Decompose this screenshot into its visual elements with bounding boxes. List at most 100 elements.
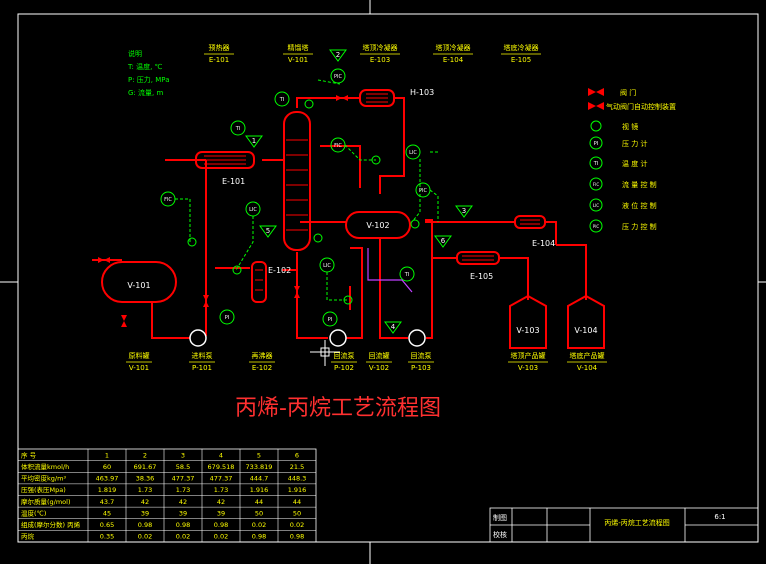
title-block-check: 校核 [493,530,507,539]
stream-number: 3 [462,207,466,215]
pi-instrument[interactable] [219,309,235,325]
sight-glass-icon[interactable] [313,233,323,243]
ti-instrument[interactable] [399,266,415,282]
legend-lic-label: 液 位 控 制 [622,201,657,210]
v101-label: V-101 [127,281,150,290]
table-cell: 42 [179,498,187,506]
ti-instrument[interactable] [274,91,290,107]
top-label-name: 塔顶冷凝器 [363,43,398,52]
ti-instrument[interactable] [230,120,246,136]
drawing-border [17,13,759,543]
valve-icon[interactable] [203,295,209,307]
pic-icon-label: PIC [593,224,600,229]
table-cell: 43.7 [100,498,114,506]
sight-glass-icon[interactable] [232,265,242,275]
top-label-tag: E-105 [511,56,531,64]
ti-tag: TI [404,272,410,278]
sight-glass-icon[interactable] [371,155,381,165]
top-label-name: 塔顶冷凝器 [436,43,471,52]
valve-icon[interactable] [336,95,348,101]
pic-icon [589,219,603,233]
e105-exchanger[interactable] [456,251,500,265]
fic-icon-label: FIC [593,182,599,187]
table-cell: 0.02 [176,533,190,541]
table-cell: 1.73 [138,486,152,494]
table-cell: 1.819 [98,486,117,494]
bottom-label-tag: P-102 [334,364,354,372]
title-block-draw: 制图 [493,513,507,522]
cad-crosshair-cursor [310,340,340,366]
sight-glass-icon[interactable] [304,99,314,109]
pneumatic-valve-icon [588,102,604,110]
distillation-column[interactable] [283,111,311,251]
p102-pump[interactable] [329,329,347,347]
legend-ti-label: 温 度 计 [622,159,647,168]
top-label-tag: E-104 [443,56,464,64]
p103-pump[interactable] [408,329,426,347]
table-header-cell: 6 [295,451,299,459]
table-cell: 477.37 [172,475,195,483]
legend-valve-label: 阀 门 [620,88,636,97]
bottom-label-tag: E-102 [252,364,272,372]
v101-tank[interactable] [101,261,177,303]
equipment: V-101 E-101 H-103 V-102 E-102 E-104 [101,88,605,349]
table-header-cell: 5 [257,451,261,459]
table-cell: 0.98 [176,521,190,529]
table-cell: 50 [293,509,301,517]
bottom-label-name: 原料罐 [129,351,150,360]
pi-instrument[interactable] [322,311,338,327]
control-valves [187,99,420,305]
pic-instrument[interactable] [330,68,346,84]
table-cell: 44 [293,498,301,506]
table-row-label: 压强(表压Mpa) [21,485,66,494]
table-cell: 39 [141,509,149,517]
e104-exchanger[interactable] [514,215,546,229]
h103-condenser[interactable] [359,89,395,107]
valve-icon[interactable] [294,286,300,298]
v103-tank[interactable] [509,294,547,349]
table-cell: 463.97 [96,475,119,483]
table-cell: 39 [217,509,225,517]
valve-icon[interactable] [121,315,127,327]
v102-drum[interactable] [345,211,411,239]
table-cell: 0.65 [100,521,114,529]
v104-tank[interactable] [567,294,605,349]
table-header-cell: 1 [105,451,109,459]
sight-glass-icon[interactable] [343,295,353,305]
table-cell: 42 [141,498,149,506]
stream-marker-2 [329,49,347,62]
top-label-tag: E-101 [209,56,229,64]
table-cell: 58.5 [176,463,190,471]
e102-label: E-102 [268,266,291,275]
bottom-label-tag: P-103 [411,364,431,372]
stream-marker-4 [384,321,402,334]
table-cell: 39 [179,509,187,517]
v102-label: V-102 [366,221,389,230]
sight-glass-icon[interactable] [187,237,197,247]
table-cell: 0.98 [138,521,152,529]
top-label-tag: E-103 [370,56,390,64]
e101-exchanger[interactable] [195,151,255,169]
e102-reboiler[interactable] [251,261,267,303]
sight-glass-icon[interactable] [410,219,420,229]
table-cell: 477.37 [210,475,233,483]
stream-number: 6 [441,237,446,245]
table-cell: 0.02 [138,533,152,541]
p101-pump[interactable] [189,329,207,347]
diagram-title: 丙烯-丙烷工艺流程图 [235,396,441,421]
legend-pi-label: 压 力 计 [622,139,647,148]
lic-instrument[interactable] [405,144,421,160]
table-row-label: 温度(℃) [21,508,46,517]
table-row-label: 丙烷 [21,532,35,541]
valve-icon [588,88,604,96]
table-cell: 679.518 [208,463,235,471]
bottom-equipment-labels: 原料罐 V-101 进料泵 P-101 再沸器 E-102 回流泵 P-102 … [129,351,605,372]
valve-icon[interactable] [98,257,110,263]
table-cell: 1.73 [214,486,228,494]
table-header-cell: 3 [181,451,185,459]
stream-markers [245,49,473,334]
table-cell: 0.35 [100,533,114,541]
pic-tag: PIC [419,188,427,194]
